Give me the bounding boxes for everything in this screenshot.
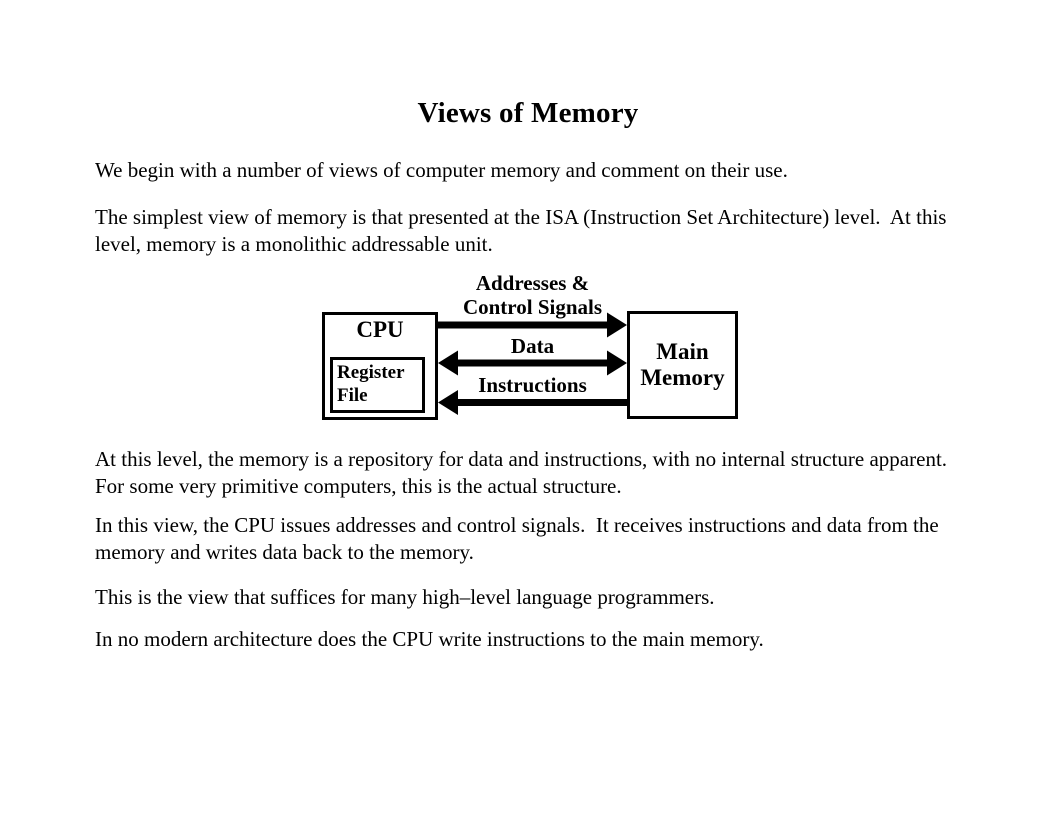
cpu-box: CPU Register File [322, 312, 438, 420]
page-title: Views of Memory [417, 97, 639, 129]
paragraph-intro: We begin with a number of views of compu… [95, 158, 788, 182]
bus-arrow-instructions [438, 390, 627, 415]
cpu-label: CPU [356, 317, 404, 342]
paragraph-cpu-issues: In this view, the CPU issues addresses a… [95, 513, 944, 564]
memory-diagram: CPU Register File Main Memory Addresses … [322, 271, 738, 421]
paragraph-hll: This is the view that suffices for many … [95, 585, 715, 609]
bus-arrows [438, 312, 627, 415]
paragraph-repository: At this level, the memory is a repositor… [95, 447, 958, 498]
main-memory-box: Main Memory [627, 311, 738, 419]
bus-arrow-data [438, 350, 627, 376]
paragraph-isa-view: The simplest view of memory is that pres… [95, 205, 952, 256]
bus-arrow-addresses [438, 312, 627, 338]
bus-label-addresses-control: Addresses & Control Signals [462, 271, 603, 319]
paragraph-no-modern: In no modern architecture does the CPU w… [95, 627, 764, 651]
bus-label-data: Data [510, 334, 555, 358]
bus-label-instructions: Instructions [478, 373, 587, 397]
register-file-box: Register File [330, 357, 425, 413]
